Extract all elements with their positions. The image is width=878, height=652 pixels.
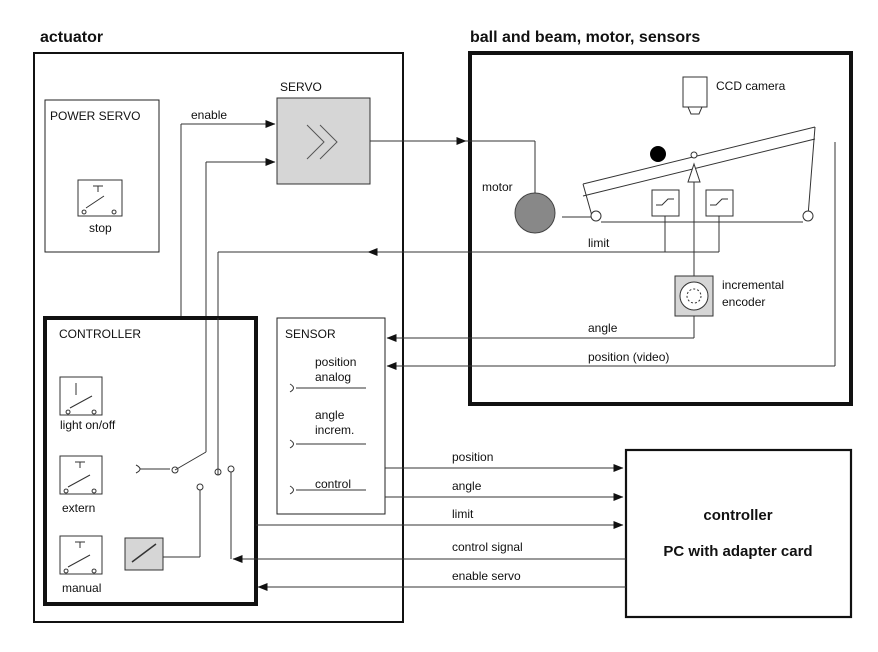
angle-increm-label-1: angle [315, 408, 345, 422]
potentiometer-icon[interactable] [124, 537, 164, 571]
sensor-label: SENSOR [285, 327, 336, 341]
light-switch-icon[interactable] [59, 376, 103, 416]
position-analog-label-1: position [315, 355, 356, 369]
control-signal-label: control signal [452, 540, 523, 554]
extern-label: extern [62, 501, 95, 515]
angle-increm-label-2: increm. [315, 423, 354, 437]
angle-signal-label: angle [452, 479, 482, 493]
position-analog-label-2: analog [315, 370, 351, 384]
manual-switch-icon[interactable] [59, 535, 103, 575]
servo-label: SERVO [280, 80, 322, 94]
pc-title: controller [703, 507, 772, 524]
position-video-label: position (video) [588, 350, 669, 364]
ccd-camera-icon [682, 76, 708, 115]
limit-label: limit [588, 236, 610, 250]
enable-servo-label: enable servo [452, 569, 521, 583]
limit-sensor-icon-2 [705, 189, 734, 217]
angle-sensor-label: angle [588, 321, 618, 335]
control-label: control [315, 477, 351, 491]
light-label: light on/off [60, 418, 116, 432]
servo-block: SERVO [276, 80, 371, 185]
ball-icon [650, 146, 666, 162]
power-servo-label: POWER SERVO [50, 109, 140, 123]
stop-label: stop [89, 221, 112, 235]
controller-block [43, 316, 258, 606]
ball-beam-heading: ball and beam, motor, sensors [470, 29, 700, 46]
ball-beam-frame [468, 51, 853, 406]
ccd-camera-label: CCD camera [716, 79, 786, 93]
position-signal-label: position [452, 450, 493, 464]
encoder-label-2: encoder [722, 295, 765, 309]
power-servo-block: POWER SERVO stop [44, 99, 160, 253]
limit-signal-label: limit [452, 507, 474, 521]
encoder-label-1: incremental [722, 278, 784, 292]
limit-sensor-icon [651, 189, 680, 217]
controller-label: CONTROLLER [59, 327, 141, 341]
sensor-block: SENSOR position analog angle increm. con… [276, 317, 386, 515]
encoder-icon [674, 275, 714, 317]
motor-label: motor [482, 180, 513, 194]
enable-label: enable [191, 108, 227, 122]
stop-switch-icon[interactable] [77, 179, 123, 217]
extern-switch-icon[interactable] [59, 455, 103, 495]
pc-subtitle: PC with adapter card [663, 543, 812, 560]
pc-block [624, 448, 853, 619]
motor-icon [514, 192, 556, 234]
actuator-heading: actuator [40, 29, 103, 46]
manual-label: manual [62, 581, 101, 595]
selector-switch [135, 318, 235, 559]
beam-assembly [562, 126, 816, 276]
servo-chevron-icon [306, 124, 338, 160]
